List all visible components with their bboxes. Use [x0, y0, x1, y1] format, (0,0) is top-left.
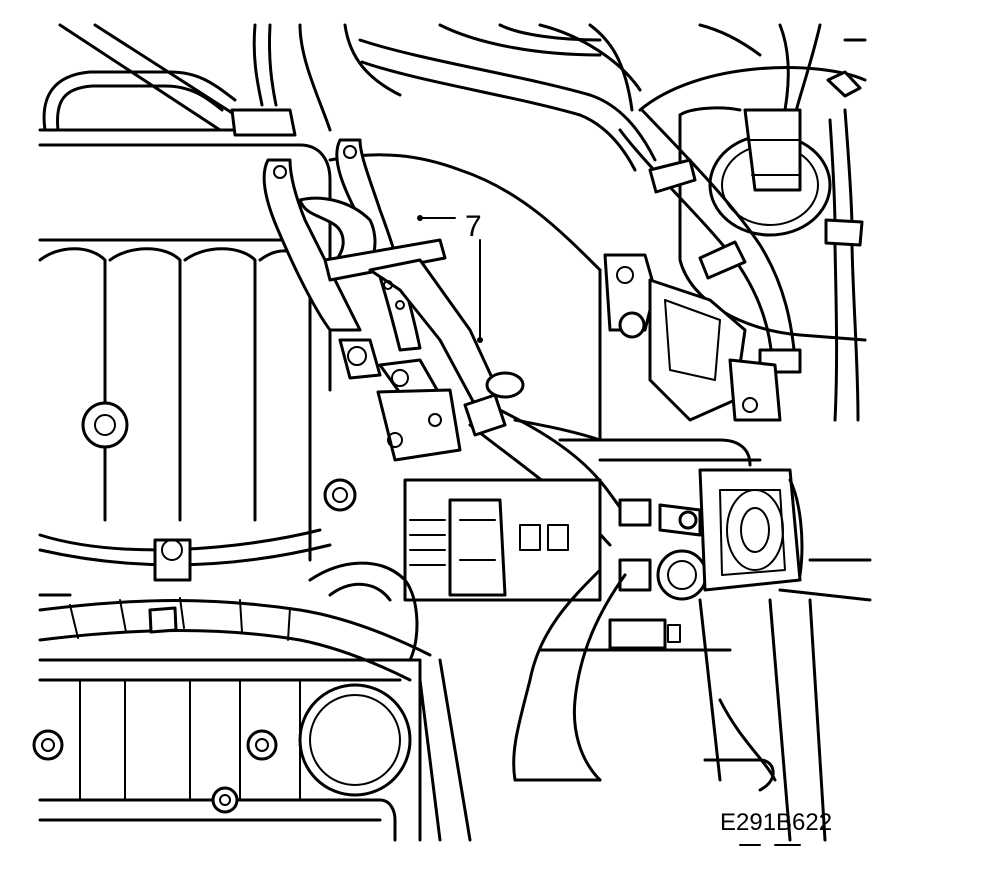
- reservoir-cap: [743, 108, 802, 192]
- fluid-reservoir: [638, 66, 867, 422]
- bracket-assembly: [262, 138, 525, 462]
- pulley-assembly: [698, 468, 872, 602]
- callout-dot: [417, 215, 423, 221]
- intake-manifold: [38, 143, 357, 582]
- oil-filler-opening: [298, 683, 412, 797]
- bracket-hole: [273, 165, 287, 179]
- wiring-harness: [38, 561, 432, 682]
- connector-plug: [448, 498, 507, 597]
- throttle-body: [328, 153, 782, 442]
- electrical-connector: [403, 478, 602, 602]
- lower-hose: [418, 568, 827, 842]
- figure-code: E291B622: [720, 809, 832, 836]
- engine-block-lower: [32, 658, 422, 842]
- bracket-hole: [343, 145, 357, 159]
- upper-hose-group: [38, 23, 867, 172]
- coolant-hose-diagonal: [618, 108, 802, 374]
- callout-dot: [477, 337, 483, 343]
- callout-7: 7: [417, 210, 483, 343]
- callout-number-label: 7: [465, 210, 482, 243]
- figure-code-group: E291B622: [720, 809, 832, 846]
